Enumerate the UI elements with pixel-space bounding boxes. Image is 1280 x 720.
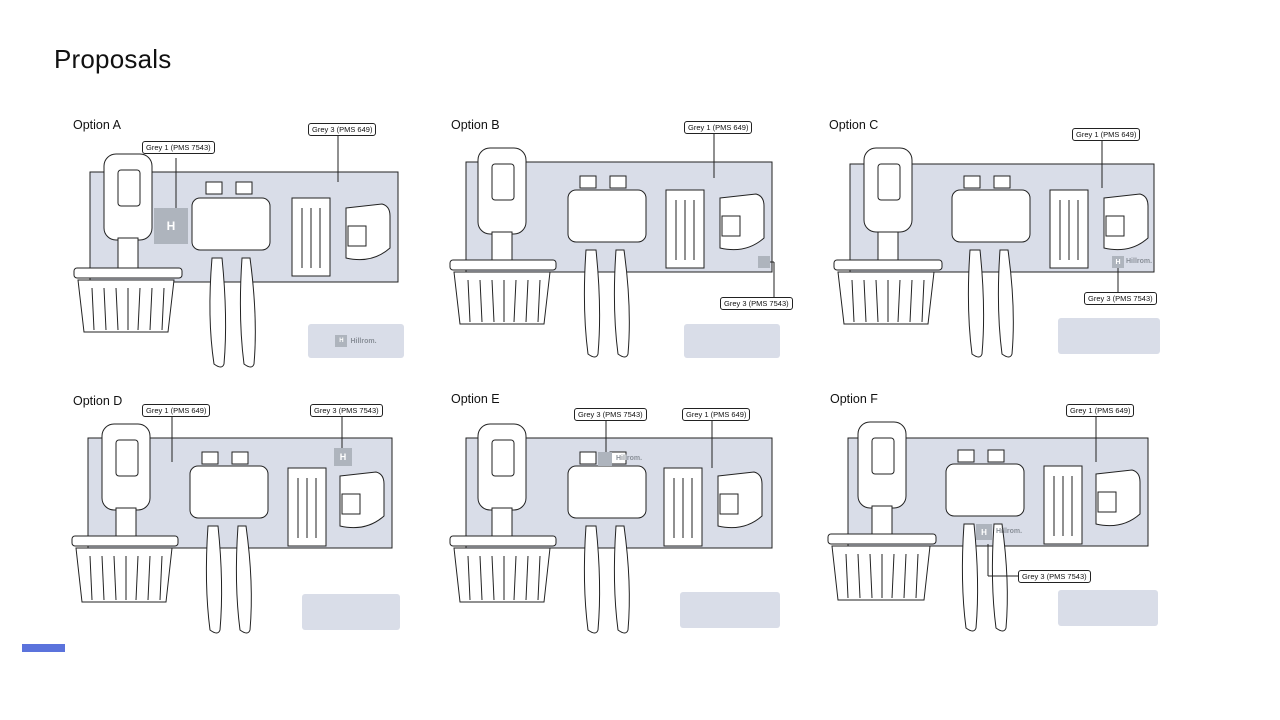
color-callout: Grey 3 (PMS 7543) [720, 297, 793, 310]
logo-mark: H [976, 524, 992, 540]
color-callout: Grey 1 (PMS 649) [1066, 404, 1135, 417]
option-d: Option D Grey 1 (PMS 649) Grey 3 (PMS 75… [71, 394, 412, 649]
color-swatch [680, 592, 780, 628]
color-callout: Grey 3 (PMS 7543) [1084, 292, 1157, 305]
option-label: Option C [829, 118, 879, 132]
option-label: Option A [73, 118, 121, 132]
color-swatch [302, 594, 400, 630]
color-swatch [1058, 590, 1158, 626]
logo-mark: H [154, 208, 188, 244]
option-c: Option C Grey 1 (PMS 649) Grey 3 (PMS 75… [828, 118, 1168, 373]
color-callout: Grey 1 (PMS 649) [682, 408, 751, 421]
wall-system-illustration [827, 414, 1149, 632]
logo-mark: H [1112, 256, 1124, 268]
option-label: Option F [830, 392, 878, 406]
option-label: Option B [451, 118, 500, 132]
color-callout: Grey 3 (PMS 649) [308, 123, 377, 136]
color-callout: Grey 1 (PMS 7543) [142, 141, 215, 154]
logo-mark: H [335, 335, 348, 347]
color-swatch [684, 324, 780, 358]
color-swatch [1058, 318, 1160, 354]
wall-system-illustration [449, 420, 773, 634]
accent-bar [22, 644, 65, 652]
option-label: Option D [73, 394, 123, 408]
logo-text: Hillrom. [996, 528, 1023, 535]
logo-mark: H [334, 448, 352, 466]
logo-text: Hillrom. [350, 337, 377, 345]
option-f: Option F Grey 1 (PMS 649) Grey 3 (PMS 75… [827, 392, 1168, 647]
wall-system-illustration [73, 134, 399, 368]
wall-system-illustration [833, 140, 1155, 358]
color-callout: Grey 3 (PMS 7543) [1018, 570, 1091, 583]
color-callout: Grey 1 (PMS 649) [684, 121, 753, 134]
page-title: Proposals [54, 44, 172, 74]
color-callout: Grey 3 (PMS 7543) [310, 404, 383, 417]
logo-text: Hillrom. [616, 455, 643, 462]
wall-system-illustration [449, 132, 775, 358]
option-a: Option A Grey 1 (PMS 7543) Grey 3 (PMS 6… [72, 118, 412, 373]
option-b: Option B Grey 1 (PMS 649) Grey 3 (PMS 75… [449, 118, 793, 373]
color-callout: Grey 3 (PMS 7543) [574, 408, 647, 421]
option-label: Option E [451, 392, 500, 406]
color-callout: Grey 1 (PMS 649) [1072, 128, 1141, 141]
color-callout: Grey 1 (PMS 649) [142, 404, 211, 417]
logo-text: Hillrom. [1126, 258, 1153, 265]
option-e: Option E Grey 3 (PMS 7543) Grey 1 (PMS 6… [449, 392, 790, 647]
